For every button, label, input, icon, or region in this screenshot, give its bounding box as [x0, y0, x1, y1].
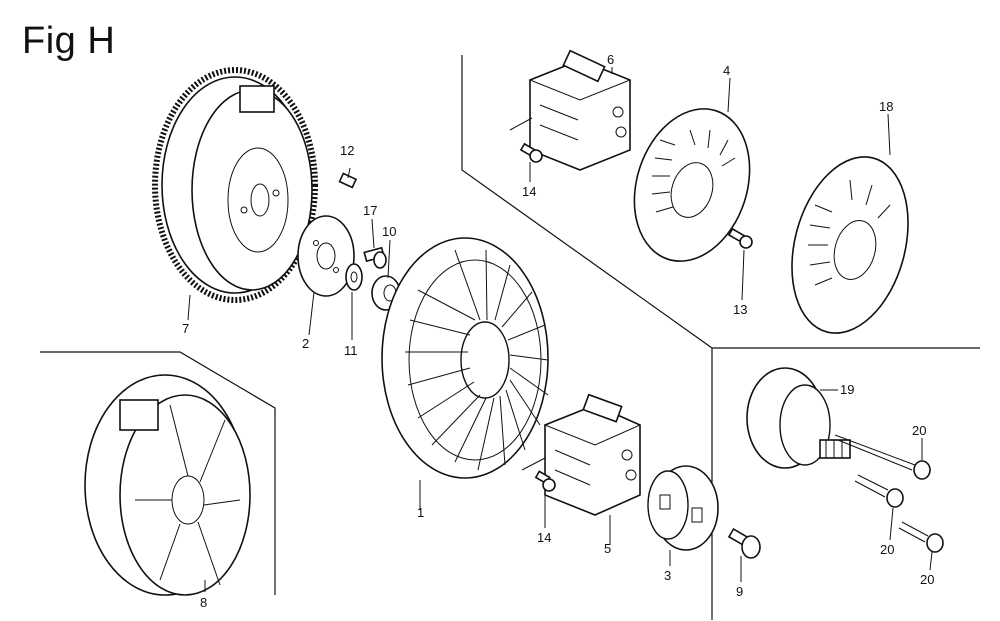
callout-20-top: 20 [912, 423, 926, 438]
part-rotor-disc [633, 108, 751, 262]
part-plate [297, 215, 355, 297]
part-bolt-9 [727, 527, 761, 559]
part-starter-pulley [647, 465, 719, 551]
part-ignition-coil-lower [543, 393, 642, 516]
callout-5: 5 [604, 541, 611, 556]
callout-13: 13 [733, 302, 747, 317]
callout-14-upper: 14 [522, 184, 536, 199]
callout-10: 10 [382, 224, 396, 239]
callout-20-bottom: 20 [920, 572, 934, 587]
callout-2: 2 [302, 336, 309, 351]
part-screw-13 [727, 227, 753, 249]
leader-lines [187, 67, 933, 592]
part-cooling-fan [381, 237, 549, 479]
callout-9: 9 [736, 584, 743, 599]
section-dividers [40, 55, 980, 620]
callout-4: 4 [723, 63, 730, 78]
callout-19: 19 [840, 382, 854, 397]
callout-3: 3 [664, 568, 671, 583]
callout-18: 18 [879, 99, 893, 114]
callout-14-lower: 14 [537, 530, 551, 545]
part-flywheel-ring-gear [152, 67, 318, 303]
callout-20-middle: 20 [880, 542, 894, 557]
callout-12: 12 [340, 143, 354, 158]
callout-17: 17 [363, 203, 377, 218]
part-small-bolt [363, 246, 387, 269]
callout-7: 7 [182, 321, 189, 336]
callout-8: 8 [200, 595, 207, 610]
figure-title: Fig H [22, 20, 116, 62]
callout-6: 6 [607, 52, 614, 67]
part-key [338, 172, 358, 189]
part-screw-lower [521, 457, 556, 492]
part-ignition-coil-upper [528, 49, 632, 171]
callout-1: 1 [417, 505, 424, 520]
part-bolts-20 [834, 434, 944, 553]
part-hub [746, 367, 851, 469]
callout-11: 11 [344, 343, 358, 358]
part-rotor-disc-18 [791, 156, 909, 334]
part-washer [345, 263, 363, 291]
callout-labels: 1 2 3 4 5 6 7 8 9 10 11 12 13 14 14 17 1… [182, 52, 934, 610]
part-flywheel-lower [84, 374, 251, 596]
part-screw-upper [509, 117, 543, 163]
